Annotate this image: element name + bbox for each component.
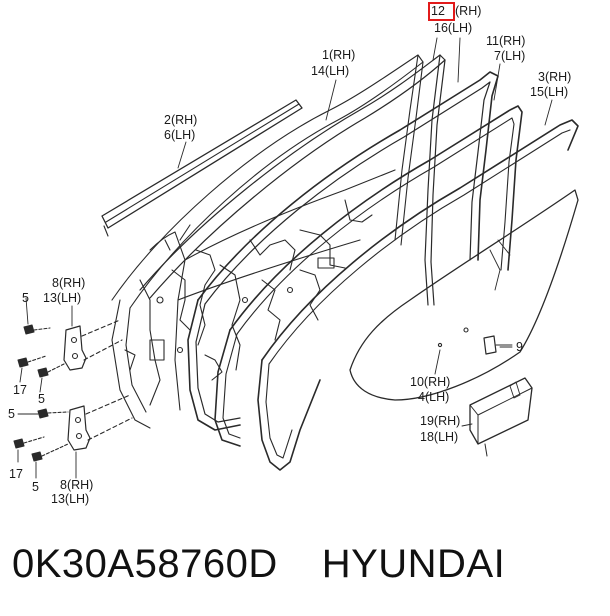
- door-shell: [111, 54, 424, 429]
- callout-5-a: 5: [22, 291, 29, 305]
- callout-17-a: 17: [13, 383, 27, 397]
- upper-hinge: [63, 319, 123, 371]
- callout-2: 2(RH): [164, 113, 198, 127]
- callout-7: 7(LH): [494, 49, 526, 63]
- callout-13-lower: 13(LH): [51, 492, 90, 506]
- door-glass: [349, 189, 579, 401]
- callout-5-d: 5: [32, 480, 39, 494]
- outer-weatherstrip: [257, 119, 579, 471]
- callout-5-c: 5: [8, 407, 15, 421]
- leader-lines: [17, 37, 553, 479]
- callout-17-b: 17: [9, 467, 23, 481]
- callout-13-upper: 13(LH): [43, 291, 82, 305]
- callout-8-lower: 8(RH): [60, 478, 94, 492]
- opening-weatherstrip: [187, 71, 499, 431]
- callout-12: 12: [431, 4, 445, 18]
- callout-16: 16(LH): [434, 21, 473, 35]
- callout-11: 11(RH): [486, 34, 526, 48]
- callout-9: 9: [516, 340, 523, 354]
- part-number: 0K30A58760D: [12, 542, 278, 586]
- callout-8-upper: 8(RH): [52, 276, 86, 290]
- frame-weatherstrip: [139, 54, 446, 306]
- callout-12-side: (RH): [455, 4, 482, 18]
- footer-caption: 0K30A58760D HYUNDAI: [12, 540, 505, 588]
- lower-channel: [469, 377, 533, 457]
- callout-5-b: 5: [38, 392, 45, 406]
- callout-3: 3(RH): [538, 70, 572, 84]
- highlight-box: [428, 2, 455, 21]
- callout-1: 1(RH): [322, 48, 356, 62]
- callout-15: 15(LH): [530, 85, 569, 99]
- lower-hinge: [67, 394, 133, 451]
- brand-name: HYUNDAI: [321, 542, 506, 586]
- callout-10: 10(RH): [410, 375, 451, 389]
- callout-14: 14(LH): [311, 64, 350, 78]
- hinge-bolts: [13, 324, 69, 462]
- callout-6: 6(LH): [164, 128, 196, 142]
- callout-19: 19(RH): [420, 414, 461, 428]
- glass-bracket: [483, 335, 513, 355]
- belt-molding: [101, 99, 303, 237]
- callout-4: 4(LH): [418, 390, 450, 404]
- callout-18: 18(LH): [420, 430, 459, 444]
- glass-run-channel: [214, 105, 523, 447]
